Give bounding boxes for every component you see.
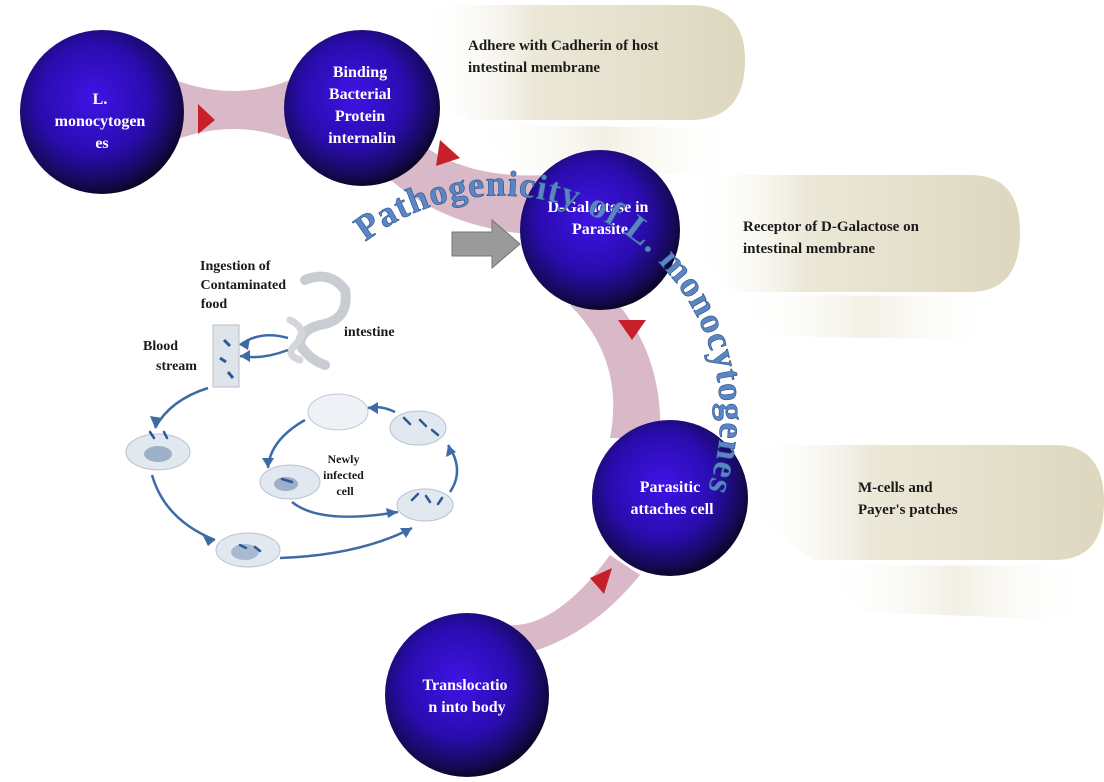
connector-2-3 xyxy=(385,130,545,235)
cycle-arrow xyxy=(279,526,413,560)
callout-shadow xyxy=(820,565,1090,620)
intestine-label: intestine xyxy=(344,325,395,340)
direction-triangle xyxy=(618,320,646,340)
host-cell xyxy=(307,393,369,431)
callout-shape xyxy=(745,445,1104,560)
cycle-arrow xyxy=(266,418,306,469)
newly-infected-label: Newly infected cell xyxy=(323,452,367,498)
node-5-label: Translocatio n into body xyxy=(422,677,511,716)
pointer-arrow-icon xyxy=(451,218,521,270)
cycle-arrow xyxy=(153,386,209,429)
node-2-label: Binding Bacterial Protein internalin xyxy=(328,64,396,147)
intestine-icon xyxy=(286,316,305,364)
direction-triangle xyxy=(436,140,460,166)
cycle-arrow xyxy=(150,474,216,542)
callout-3-text: M-cells and Payer's patches xyxy=(858,480,958,518)
node-sphere-2 xyxy=(284,30,440,186)
node-4-label: Parasitic attaches cell xyxy=(630,479,714,518)
callout-shadow xyxy=(730,295,1000,340)
blood-stream-label: Blood stream xyxy=(143,339,197,374)
callout-shadow xyxy=(470,125,740,175)
blood-vessel-icon xyxy=(212,324,240,388)
callout-shape xyxy=(420,5,745,120)
stomach-icon xyxy=(294,271,351,370)
node-1-label: L. monocytogen es xyxy=(55,91,150,152)
callout-shape xyxy=(690,175,1020,292)
direction-triangle xyxy=(198,104,215,134)
callout-2-text: Receptor of D-Galactose on intestinal me… xyxy=(743,219,923,257)
connector-1-2 xyxy=(175,80,290,140)
host-cell xyxy=(389,410,447,446)
node-sphere-5 xyxy=(385,613,549,777)
node-sphere-1 xyxy=(20,30,184,194)
host-cell xyxy=(396,488,454,522)
ingestion-label: Ingestion of Contaminated food xyxy=(200,259,289,312)
lifecycle-inset: Ingestion of Contaminated food intestine… xyxy=(125,259,459,568)
callout-1-text: Adhere with Cadherin of host intestinal … xyxy=(468,38,662,76)
node-sphere-4 xyxy=(592,420,748,576)
node-3-label: D-Galactose in Parasite xyxy=(548,199,653,238)
connector-3-4 xyxy=(570,285,661,440)
node-sphere-3 xyxy=(520,150,680,310)
direction-triangle xyxy=(590,568,612,594)
cycle-arrow xyxy=(291,501,399,518)
